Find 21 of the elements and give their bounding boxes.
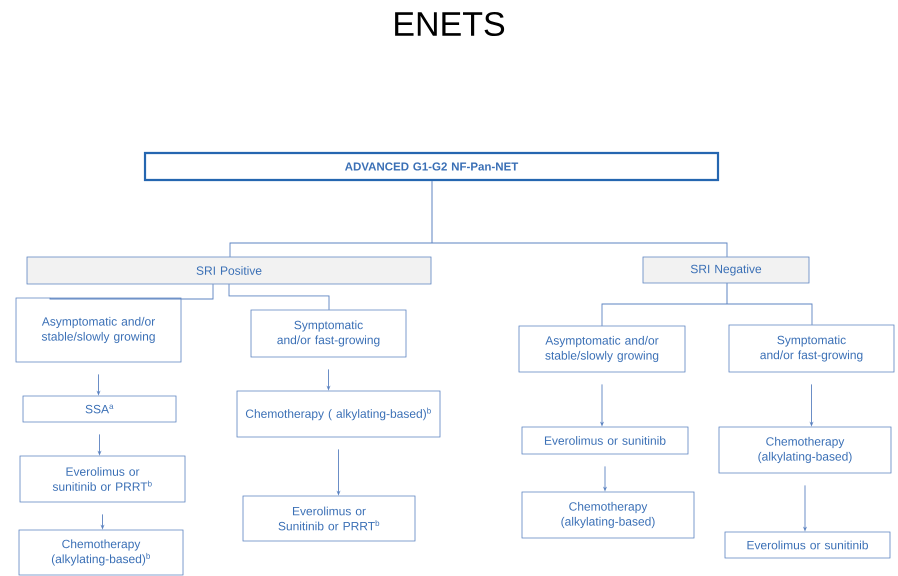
main-box: ADVANCED G1-G2 NF-Pan-NET — [144, 152, 720, 182]
process-box: Symptomatic and/or fast-growing — [728, 324, 894, 372]
process-box: Everolimus or sunitinib — [522, 426, 688, 454]
process-box: Everolimus or sunitinib — [724, 532, 890, 558]
process-box: Chemotherapy (alkylating-based) — [718, 426, 892, 474]
process-box: Asymptomatic and/or stable/slowly growing — [518, 326, 686, 372]
process-box: Asymptomatic and/or stable/slowly growing — [16, 298, 182, 362]
process-box: SSA$^{a}$ — [22, 396, 176, 422]
process-box: Symptomatic and/or fast-growing — [250, 310, 406, 358]
connector-line — [50, 284, 214, 300]
process-box: Chemotherapy (alkylating-based)$^{b}$ — [18, 530, 184, 576]
process-box: Everolimus or sunitinib or PRRT$^{b}$ — [20, 456, 186, 502]
process-box: Everolimus or Sunitinib or PRRT$^{b}$ — [242, 496, 416, 542]
connector-line — [228, 284, 330, 310]
connector-line — [726, 282, 812, 326]
category-box: SRI Negative — [642, 256, 810, 284]
process-box: Chemotherapy (alkylating-based) — [522, 492, 694, 538]
connector-line — [432, 180, 728, 258]
title: ENETS — [395, 12, 504, 36]
category-box: SRI Positive — [26, 256, 432, 284]
process-box: Chemotherapy ( alkylating-based)$^{b}$ — [236, 390, 440, 438]
